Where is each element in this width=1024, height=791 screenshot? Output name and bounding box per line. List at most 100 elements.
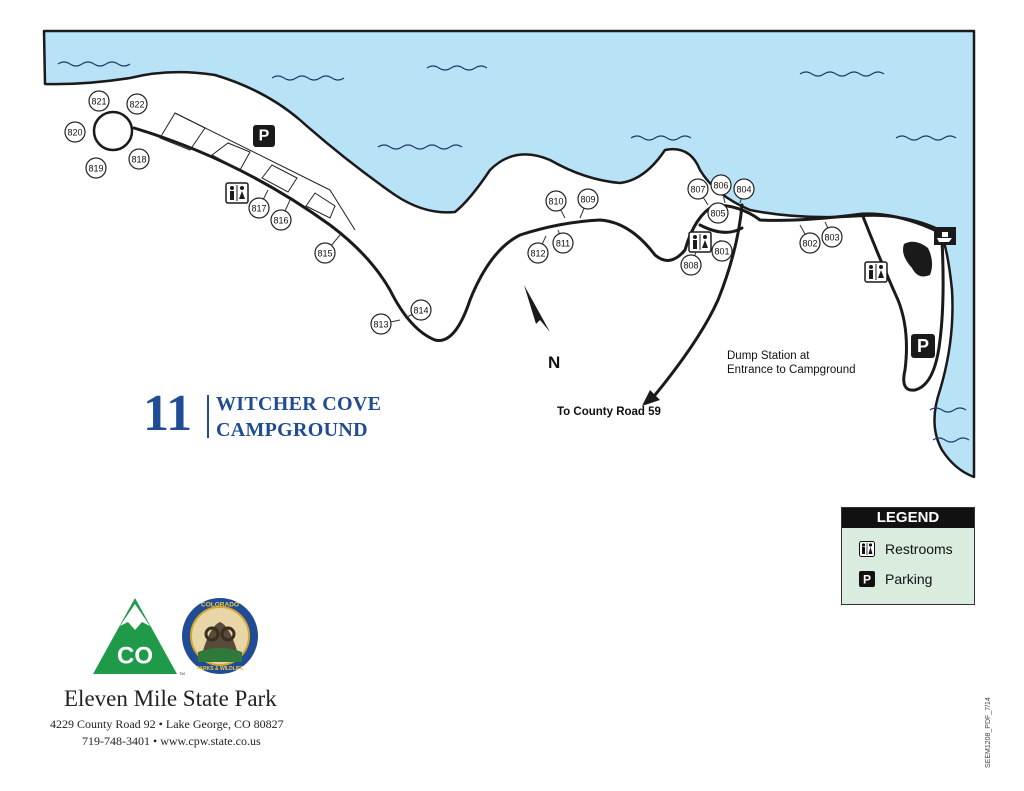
campsite-circle — [126, 93, 148, 115]
county-road-arrowhead — [642, 390, 660, 406]
boat-ramp-icon — [934, 227, 956, 245]
campsite-marker: 822 — [126, 93, 148, 115]
campsite-marker: 806 — [710, 174, 732, 204]
dump-station-label-line1: Dump Station at — [727, 350, 810, 362]
campsite-number: 821 — [91, 97, 106, 107]
county-road-label: To County Road 59 — [557, 406, 661, 418]
campsite-circle — [248, 197, 270, 219]
turnaround-circle — [92, 110, 134, 152]
campsite-number: 813 — [373, 320, 388, 330]
campsite-marker: 820 — [64, 121, 86, 143]
campsite-marker: 803 — [821, 221, 843, 248]
campsite-marker: 812 — [527, 235, 549, 264]
campsite-circle — [545, 190, 567, 212]
campsite-circle — [552, 232, 574, 254]
cove-loop-road — [860, 212, 945, 392]
water-waves — [57, 61, 970, 443]
campground-number: 11 — [143, 385, 193, 442]
legend-item-restrooms: Restrooms — [842, 534, 974, 564]
campsite-circle — [88, 90, 110, 112]
restroom-icon — [859, 541, 875, 557]
park-address: 4229 County Road 92 • Lake George, CO 80… — [50, 717, 284, 731]
boat-ramp-area — [903, 241, 933, 277]
campsite-marker: 804 — [733, 178, 755, 204]
campsite-circle — [270, 209, 292, 231]
campsite-marker: 818 — [128, 148, 150, 170]
campsite-number: 815 — [317, 249, 332, 259]
parking-icon: P — [253, 125, 275, 147]
campsite-number: 809 — [580, 195, 595, 205]
campsite-number: 814 — [413, 306, 428, 316]
campsite-circle — [711, 240, 733, 262]
campsite-circle — [707, 202, 729, 224]
campsite-circle — [314, 242, 336, 264]
parking-icon: P — [859, 571, 875, 587]
campsite-circle — [687, 178, 709, 200]
county-road-59-road — [653, 203, 744, 397]
lake-water — [42, 29, 976, 479]
campsite-number: 810 — [548, 197, 563, 207]
campsite-marker: 815 — [314, 234, 341, 264]
parking-symbol: P — [917, 336, 929, 356]
campsite-circle — [128, 148, 150, 170]
campsite-marker: 819 — [85, 157, 107, 179]
legend-label-restrooms: Restrooms — [885, 541, 953, 557]
park-name: Eleven Mile State Park — [64, 686, 277, 711]
campsite-marker: 811 — [552, 229, 574, 254]
campsite-number: 808 — [683, 261, 698, 271]
campsite-marker: 802 — [799, 224, 821, 254]
parking-symbol: P — [863, 573, 871, 587]
cpw-seal-top-text: COLORADO — [201, 602, 239, 609]
campsite-markers: 801 802 803 804 805 806 807 808 809 810 811 812 813 8… — [64, 90, 843, 335]
campsite-number: 820 — [67, 128, 82, 138]
park-contact: 719-748-3401 • www.cpw.state.co.us — [82, 734, 261, 748]
campsite-circle — [370, 313, 392, 335]
campsite-number: 807 — [690, 185, 705, 195]
campsite-marker: 808 — [680, 251, 702, 276]
campsite-marker: 821 — [88, 90, 110, 112]
campsite-circle — [577, 188, 599, 210]
campsite-marker: 813 — [370, 313, 401, 335]
campsite-number: 805 — [710, 209, 725, 219]
campsite-marker: 807 — [687, 178, 709, 206]
campsite-marker: 814 — [404, 299, 432, 321]
campsite-number: 804 — [736, 185, 751, 195]
campsite-number: 811 — [556, 239, 570, 249]
parking-slips — [159, 112, 356, 231]
campsite-marker: 817 — [248, 189, 270, 219]
campsite-circle — [680, 254, 702, 276]
campsite-circle — [64, 121, 86, 143]
title-divider — [207, 395, 209, 438]
legend-item-parking: P Parking — [842, 564, 974, 594]
legend: LEGEND Restrooms P Parking — [841, 507, 975, 605]
campsite-circle — [733, 178, 755, 200]
campground-title-line1: WITCHER COVE — [216, 393, 382, 415]
campsite-number: 817 — [251, 204, 266, 214]
campsite-circle — [710, 174, 732, 196]
campsite-marker: 805 — [707, 202, 729, 224]
restroom-spur-road — [698, 223, 744, 234]
north-arrow-icon — [524, 285, 550, 332]
parking-icon: P — [911, 334, 935, 358]
co-logo: CO TM — [93, 598, 185, 676]
campsite-number: 816 — [273, 216, 288, 226]
campsite-circle — [527, 242, 549, 264]
logos: CO TM COLORADO PARKS & WILDLIFE — [93, 598, 258, 676]
co-logo-text: CO — [117, 643, 153, 670]
campsite-number: 812 — [530, 249, 545, 259]
campsite-number: 802 — [802, 239, 817, 249]
document-code: SEEM1208_PDF_7/14 — [985, 697, 992, 768]
campsite-marker: 809 — [577, 188, 599, 219]
campground-title-line2: CAMPGROUND — [216, 419, 368, 441]
campsite-number: 801 — [714, 247, 729, 257]
dump-station-label-line2: Entrance to Campground — [727, 364, 856, 376]
campsite-marker: 816 — [270, 199, 292, 231]
campsite-marker: 801 — [711, 239, 733, 262]
cpw-seal-bottom-text: PARKS & WILDLIFE — [196, 666, 244, 672]
restroom-icon — [688, 231, 712, 253]
parking-symbol: P — [259, 128, 270, 145]
restroom-icon — [864, 261, 888, 283]
legend-title: LEGEND — [842, 508, 974, 528]
north-label: N — [548, 353, 561, 372]
